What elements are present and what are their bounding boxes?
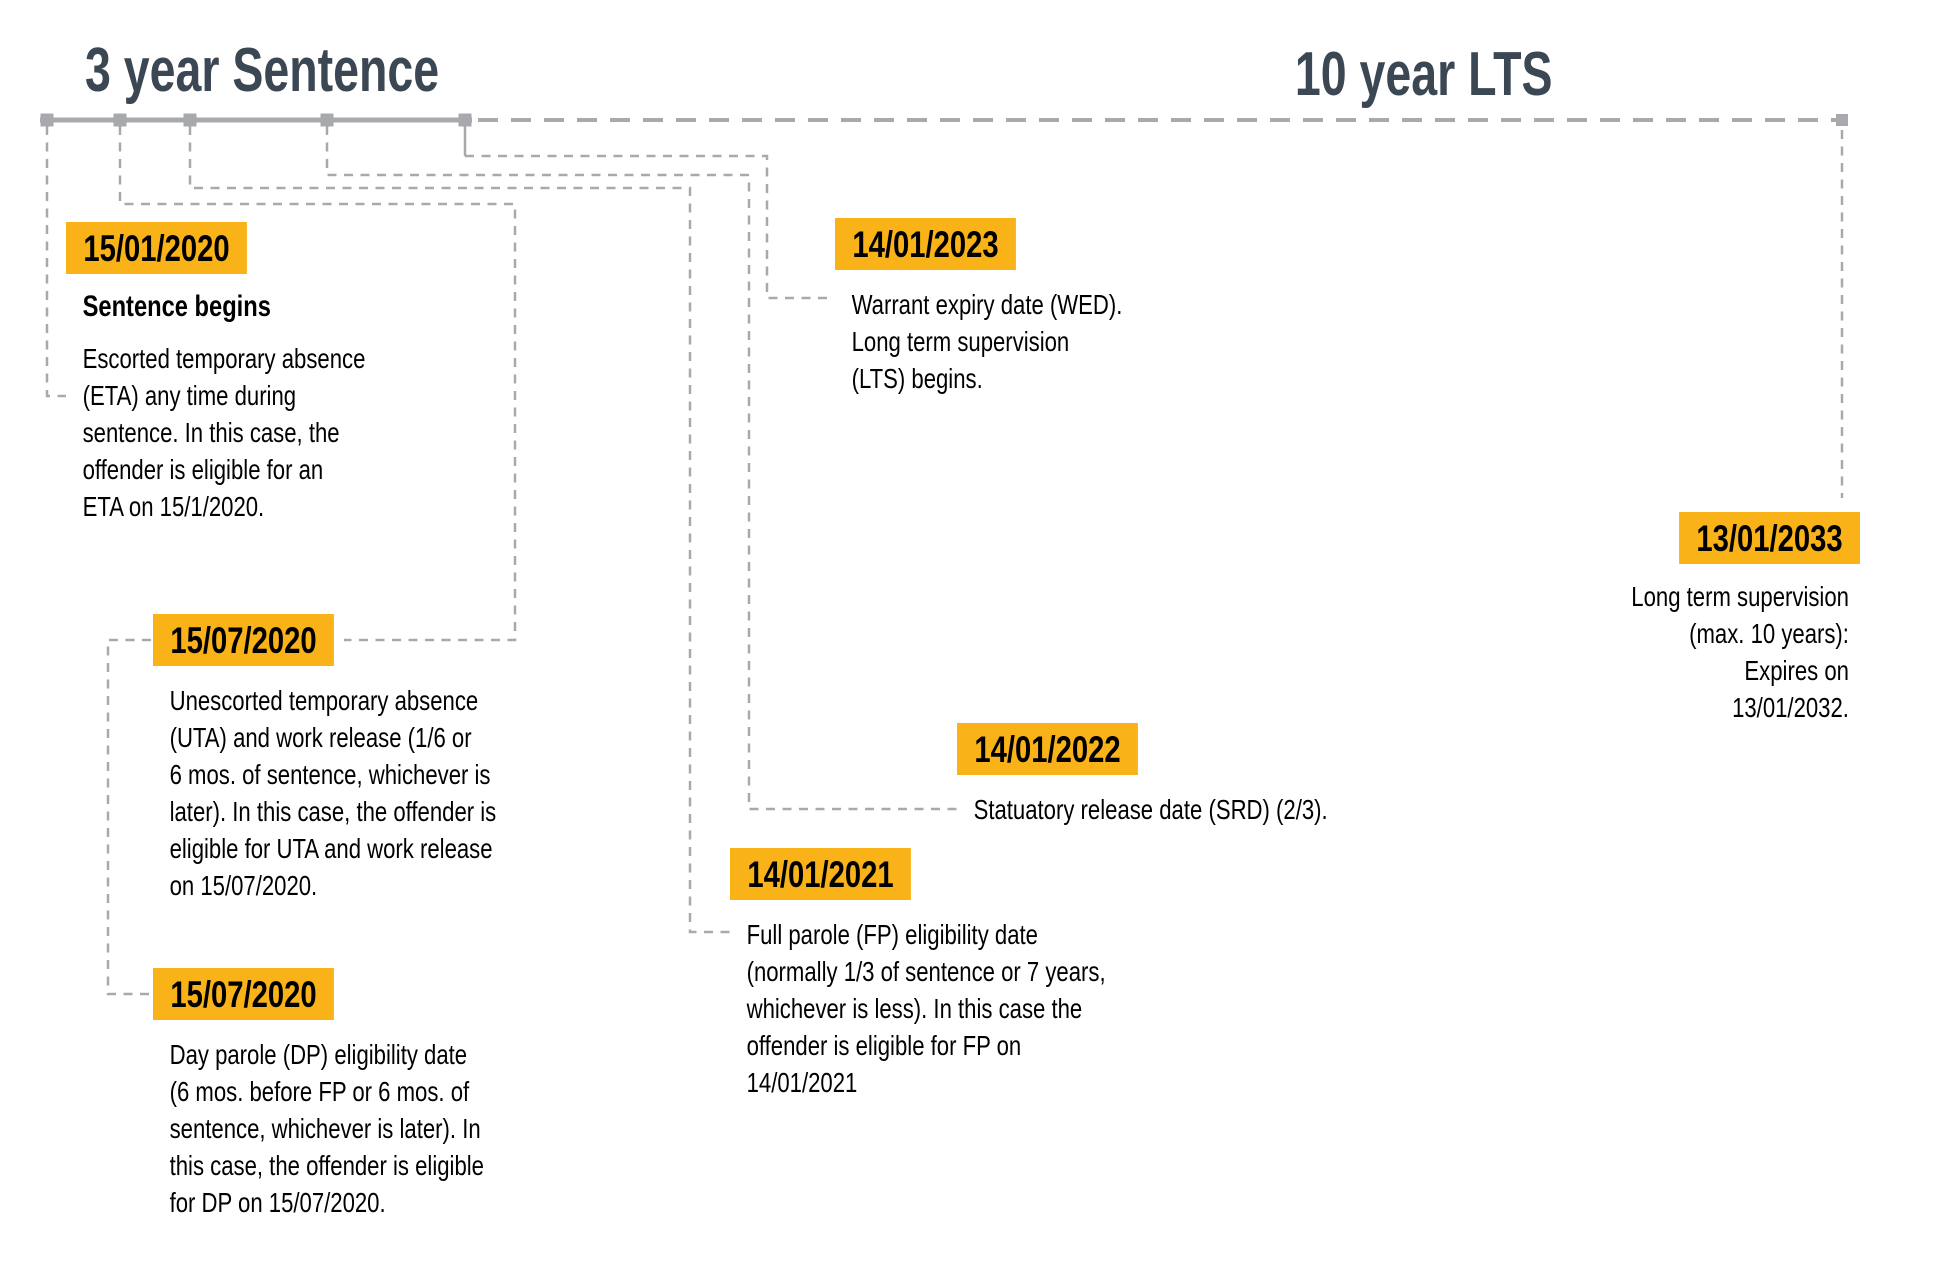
- date-badge-eta: 15/01/2020: [66, 222, 248, 274]
- event-body-day-parole: Day parole (DP) eligibility date (6 mos.…: [169, 1039, 484, 1218]
- event-body-lts-expiry: Long term supervision (max. 10 years): E…: [1631, 581, 1849, 723]
- event-body-eta: Escorted temporary absence (ETA) any tim…: [82, 343, 366, 522]
- event-full-parole: 14/01/2021 Full parole (FP) eligibility …: [730, 848, 1430, 1101]
- marker-lts-expiry: [1836, 114, 1848, 126]
- connector-uta: [118, 126, 517, 642]
- date-badge-uta: 15/07/2020: [153, 614, 335, 666]
- date-badge-statutory-release: 14/01/2022: [957, 723, 1139, 775]
- marker-warrant-expiry: [458, 113, 472, 127]
- connector-dp: [106, 638, 151, 996]
- timeline-markers: [40, 113, 1848, 127]
- three-year-sentence-title-text: 3 year Sentence: [85, 36, 440, 105]
- event-day-parole: 15/07/2020 Day parole (DP) eligibility d…: [153, 968, 853, 1221]
- event-body-warrant-expiry: Warrant expiry date (WED). Long term sup…: [851, 289, 1123, 394]
- marker-full-parole: [183, 113, 197, 127]
- marker-uta-dp: [113, 113, 127, 127]
- event-uta-work-release: 15/07/2020 Unescorted temporary absence …: [153, 614, 853, 904]
- event-lts-expiry: 13/01/2033 Long term supervision (max. 1…: [1160, 512, 1860, 726]
- date-badge-full-parole: 14/01/2021: [730, 848, 912, 900]
- ten-year-lts-title: 10 year LTS: [1209, 44, 1552, 106]
- event-heading-sentence-begins: Sentence begins: [82, 290, 271, 323]
- event-sentence-begins-eta: 15/01/2020 Sentence begins Escorted temp…: [66, 222, 766, 525]
- event-body-full-parole: Full parole (FP) eligibility date (norma…: [746, 919, 1106, 1098]
- marker-sentence-begins: [40, 113, 54, 127]
- connector-statutory-release: [325, 126, 962, 811]
- event-statutory-release: 14/01/2022 Statuatory release date (SRD)…: [957, 723, 1657, 828]
- marker-statutory-release: [320, 113, 334, 127]
- date-badge-warrant-expiry: 14/01/2023: [835, 218, 1017, 270]
- event-warrant-expiry: 14/01/2023 Warrant expiry date (WED). Lo…: [835, 218, 1535, 397]
- date-badge-day-parole: 15/07/2020: [153, 968, 335, 1020]
- connector-warrant-expiry: [465, 154, 831, 300]
- date-badge-lts-expiry: 13/01/2033: [1678, 512, 1860, 564]
- event-body-uta: Unescorted temporary absence (UTA) and w…: [169, 685, 497, 901]
- ten-year-lts-title-text: 10 year LTS: [1294, 40, 1552, 109]
- connector-full-parole: [188, 126, 730, 934]
- connector-eta: [45, 126, 66, 398]
- three-year-sentence-title: 3 year Sentence: [85, 40, 557, 102]
- event-body-statutory-release: Statuatory release date (SRD) (2/3).: [973, 794, 1328, 825]
